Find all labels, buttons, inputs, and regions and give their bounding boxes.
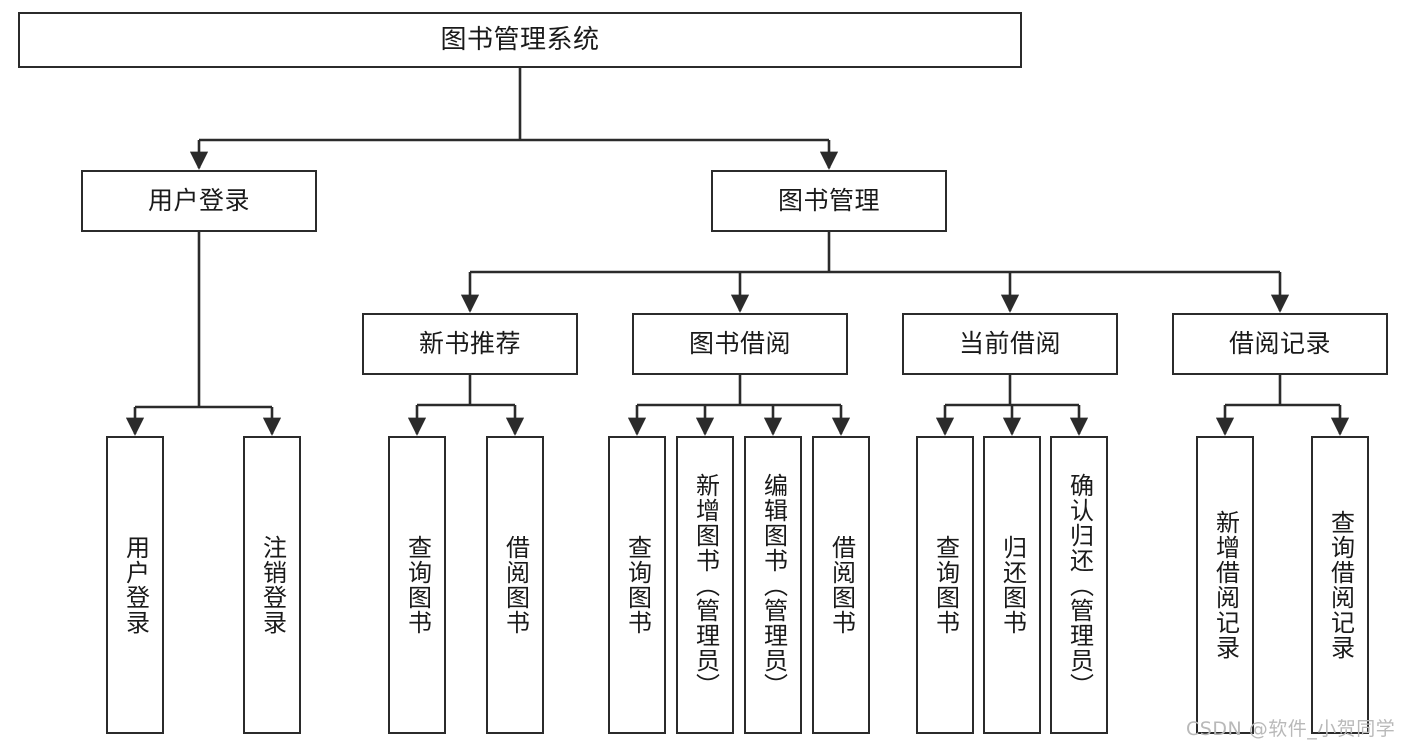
node-leaf-add-record[interactable]: 新增借阅记录 xyxy=(1196,436,1254,734)
node-leaf-query-record[interactable]: 查询借阅记录 xyxy=(1311,436,1369,734)
node-label: 用户登录 xyxy=(147,186,250,216)
node-label: 新增借阅记录 xyxy=(1211,510,1240,660)
node-leaf-confirm-return[interactable]: 确认归还（管理员） xyxy=(1050,436,1108,734)
node-label: 查询图书 xyxy=(623,535,652,635)
node-leaf-user-login[interactable]: 用户登录 xyxy=(106,436,164,734)
node-label: 用户登录 xyxy=(121,535,150,635)
node-label: 借阅图书 xyxy=(501,535,530,635)
node-book-manage[interactable]: 图书管理 xyxy=(711,170,947,232)
node-label: 当前借阅 xyxy=(958,329,1061,359)
node-leaf-add-book[interactable]: 新增图书（管理员） xyxy=(676,436,734,734)
node-label: 新增图书（管理员） xyxy=(691,472,720,698)
node-label: 新书推荐 xyxy=(418,329,521,359)
node-leaf-edit-book[interactable]: 编辑图书（管理员） xyxy=(744,436,802,734)
node-leaf-query-book-2[interactable]: 查询图书 xyxy=(608,436,666,734)
node-book-borrow[interactable]: 图书借阅 xyxy=(632,313,848,375)
node-leaf-borrow-book-2[interactable]: 借阅图书 xyxy=(812,436,870,734)
node-new-book-recommend[interactable]: 新书推荐 xyxy=(362,313,578,375)
node-label: 注销登录 xyxy=(258,535,287,635)
node-label: 查询借阅记录 xyxy=(1326,510,1355,660)
node-label: 编辑图书（管理员） xyxy=(759,472,788,698)
node-leaf-borrow-book-1[interactable]: 借阅图书 xyxy=(486,436,544,734)
node-label: 查询图书 xyxy=(931,535,960,635)
node-leaf-return-book[interactable]: 归还图书 xyxy=(983,436,1041,734)
node-label: 图书管理系统 xyxy=(440,24,600,55)
node-label: 查询图书 xyxy=(403,535,432,635)
node-root-root[interactable]: 图书管理系统 xyxy=(18,12,1022,68)
node-label: 图书借阅 xyxy=(688,329,791,359)
node-leaf-query-book-3[interactable]: 查询图书 xyxy=(916,436,974,734)
node-borrow-record[interactable]: 借阅记录 xyxy=(1172,313,1388,375)
node-label: 借阅记录 xyxy=(1228,329,1331,359)
node-current-borrow[interactable]: 当前借阅 xyxy=(902,313,1118,375)
node-label: 归还图书 xyxy=(998,535,1027,635)
csdn-watermark: CSDN @软件_小贺同学 xyxy=(1186,718,1396,740)
node-label: 图书管理 xyxy=(777,186,880,216)
node-user-login[interactable]: 用户登录 xyxy=(81,170,317,232)
node-label: 借阅图书 xyxy=(827,535,856,635)
node-label: 确认归还（管理员） xyxy=(1065,472,1094,698)
node-leaf-query-book-1[interactable]: 查询图书 xyxy=(388,436,446,734)
node-leaf-user-logout[interactable]: 注销登录 xyxy=(243,436,301,734)
